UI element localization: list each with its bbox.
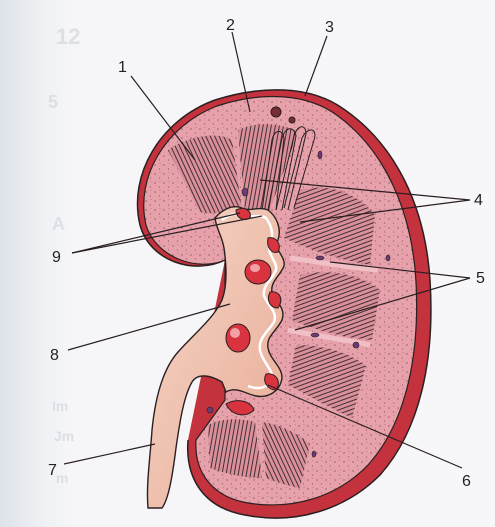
label-6: 6: [462, 473, 471, 490]
label-4: 4: [474, 192, 483, 209]
label-3: 3: [325, 19, 334, 36]
label-8: 8: [50, 347, 59, 364]
label-2: 2: [226, 17, 235, 34]
renal-pyramid: [208, 419, 262, 478]
label-9: 9: [52, 249, 61, 266]
label-5: 5: [476, 270, 485, 287]
leader-line-3: [305, 36, 327, 96]
leader-line-7: [64, 444, 155, 464]
label-7: 7: [48, 462, 57, 479]
label-1: 1: [118, 59, 127, 76]
